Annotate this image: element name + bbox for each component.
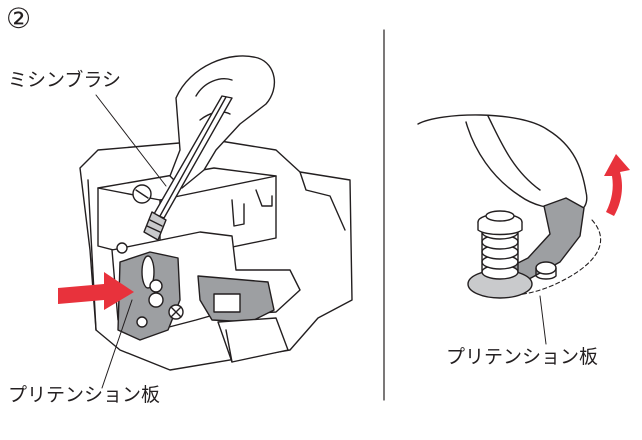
step-number: ② — [6, 2, 32, 35]
red-arrow-right — [58, 272, 134, 310]
pretension-plate-leader-left — [101, 299, 133, 389]
sewing-brush-label: ミシンブラシ — [8, 69, 122, 91]
brush-hand-illustration — [143, 55, 276, 241]
pretension-plate-leader-right — [539, 295, 547, 345]
sewing-brush-leader — [95, 94, 167, 187]
pretension-plate-label-left: プリテンション板 — [8, 384, 161, 406]
pretension-plate-label-right: プリテンション板 — [446, 346, 599, 368]
red-arrow-curved — [604, 154, 630, 216]
pretension-closeup-illustration — [417, 114, 602, 299]
machine-body-illustration — [79, 139, 353, 371]
